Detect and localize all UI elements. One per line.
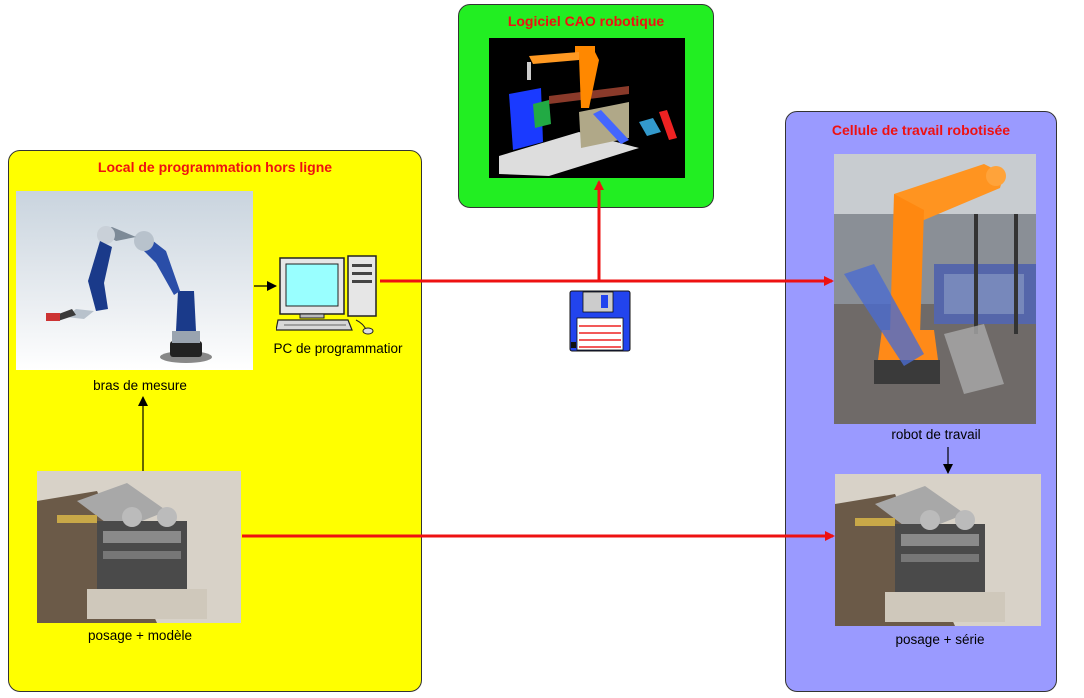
local-programming-title: Local de programmation hors ligne	[97, 159, 333, 175]
desktop-computer-icon	[275, 254, 380, 336]
floppy-disk-icon	[569, 290, 631, 352]
robot-cell-title: Cellule de travail robotisée	[831, 122, 1011, 138]
programming-pc-caption: PC de programmatior	[273, 341, 403, 356]
cao-software-title: Logiciel CAO robotique	[507, 13, 665, 29]
robot-cad-screenshot	[489, 38, 685, 178]
measuring-arm-caption: bras de mesure	[93, 378, 187, 393]
measuring-arm-photo	[16, 191, 253, 370]
industrial-robot-photo	[834, 154, 1036, 424]
fixture-model-photo	[37, 471, 241, 623]
robot-caption: robot de travail	[891, 427, 981, 442]
fixture-series-caption: posage + série	[895, 632, 985, 647]
fixture-model-caption: posage + modèle	[88, 628, 192, 643]
fixture-series-photo	[835, 474, 1041, 626]
